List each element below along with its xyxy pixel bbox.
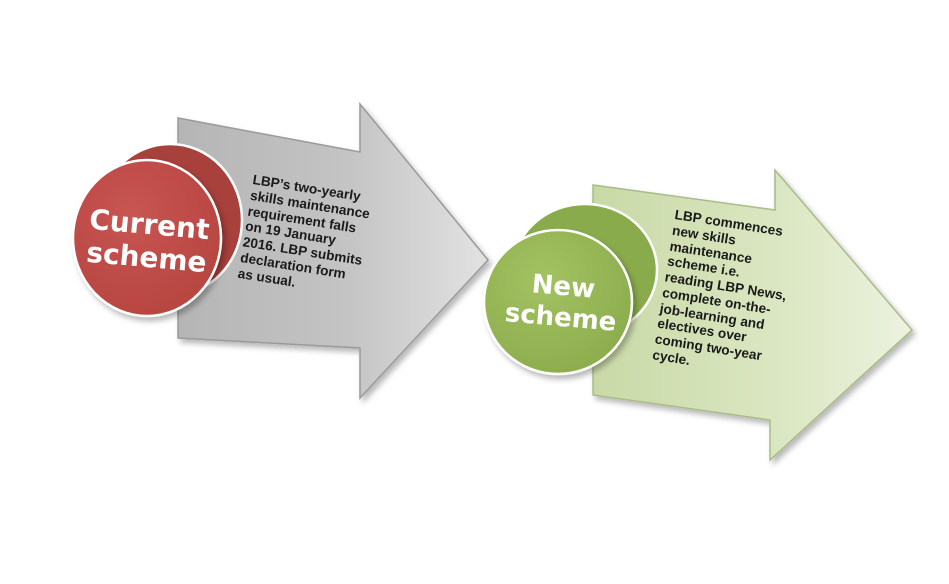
current-circle-front xyxy=(71,158,223,318)
current-scheme-arrow xyxy=(177,101,489,400)
new-scheme-title: New scheme xyxy=(490,266,635,339)
current-scheme-circle xyxy=(71,142,244,318)
new-scheme-arrow xyxy=(592,167,914,462)
current-scheme-title: Current scheme xyxy=(75,202,220,280)
new-scheme-description: LBP commences new skills maintenance sch… xyxy=(651,207,797,382)
current-scheme-description: LBP’s two-yearly skills maintenance requ… xyxy=(237,172,374,300)
current-arrow-shape xyxy=(177,101,489,400)
new-circle-front xyxy=(482,228,634,376)
new-arrow-shape xyxy=(592,167,914,462)
new-scheme-circle xyxy=(482,202,659,376)
